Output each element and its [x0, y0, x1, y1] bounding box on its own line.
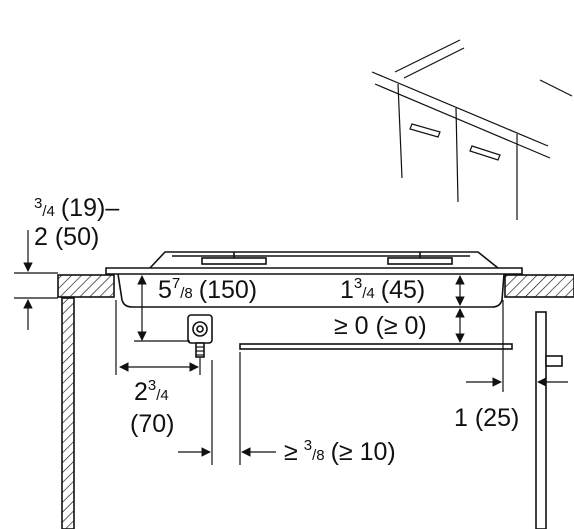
right-cabinet-door [535, 311, 563, 529]
cooktop [105, 251, 523, 308]
connector-offset-mm: (70) [130, 410, 174, 438]
clearance-label: ≥3/8(≥ 10) [284, 437, 396, 466]
height-label: 13/4(45) [340, 275, 425, 304]
gap-label: ≥ 0 (≥ 0) [334, 312, 427, 340]
kitchen-counter-sketch [371, 39, 573, 220]
depth-label: 57/8(150) [158, 275, 257, 304]
countertop-right [504, 274, 574, 298]
protective-board [239, 343, 513, 350]
countertop-left [57, 274, 115, 298]
thickness-label-top: 3/4(19)– [34, 194, 119, 222]
thickness-label-bottom: 2 (50) [34, 223, 99, 251]
connector-offset-label: 23/4 [134, 377, 169, 406]
gas-connector [187, 314, 213, 358]
dimension-lines [14, 230, 568, 465]
side-clearance-label: 1 (25) [454, 404, 519, 432]
left-cabinet-wall [61, 297, 75, 529]
